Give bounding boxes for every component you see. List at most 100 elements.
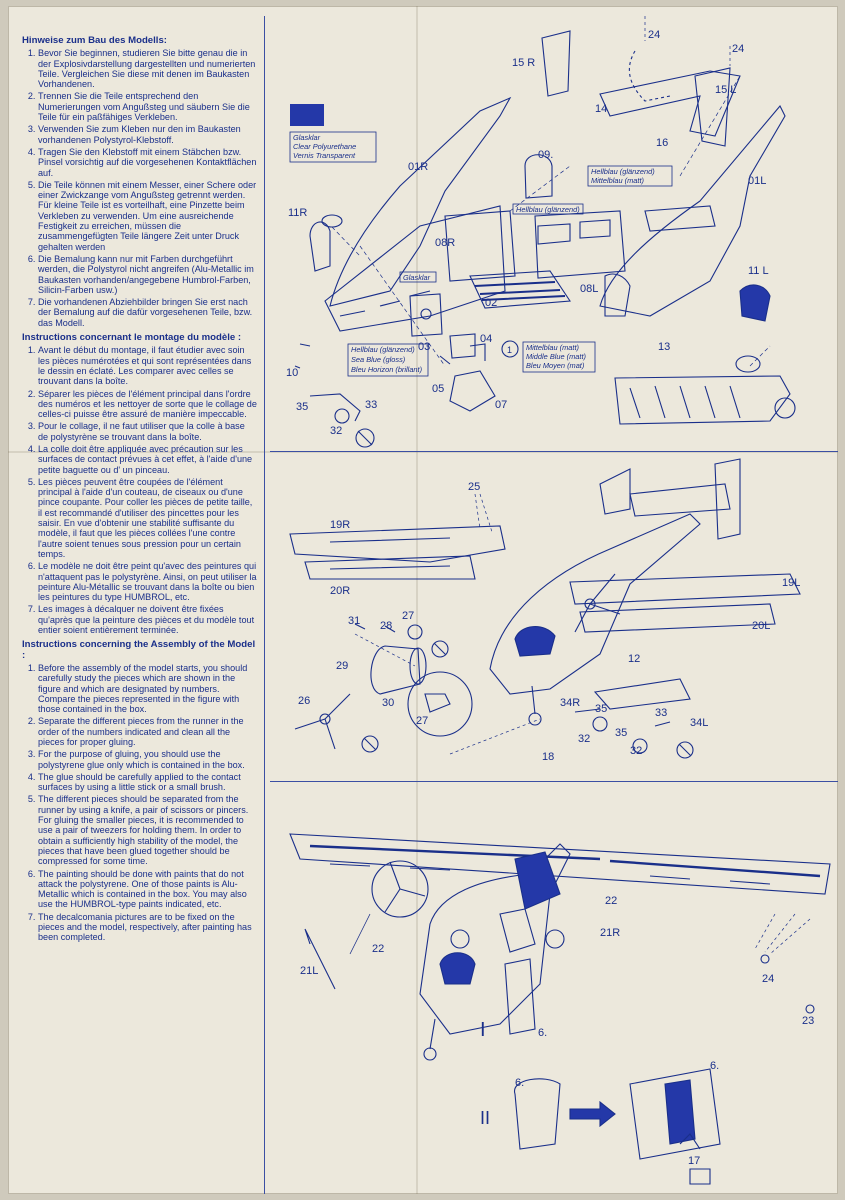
no-glue-icon [361,735,379,753]
part-label: 26 [298,695,310,707]
propeller-disc [371,860,429,918]
part-label: 20R [330,585,350,597]
part-label: 27 [402,610,414,622]
legend-blue-set-3: Bleu Horizon (brillant) [351,365,423,374]
fuselage-right-half [599,105,786,317]
part-label: 29 [336,660,348,672]
part-label: 6. [710,1060,719,1072]
french-item-3: Pour le collage, il ne faut utiliser que… [38,421,257,442]
french-item-5: Les pièces peuvent être coupées de l'élé… [38,477,257,559]
german-item-7: Die vorhandenen Abziehbilder bringen Sie… [38,297,257,328]
part-label: 31 [348,615,360,627]
panel-2-wing-diagram: 25 19R 20R 31 28 27 29 30 26 27 19L 20L … [289,458,801,763]
part-label: 28 [380,620,392,632]
part-label: 24 [732,43,744,55]
instruction-sheet: Hinweise zum Bau des Modells: Bevor Sie … [8,6,838,1194]
part-label: 10 [286,367,298,379]
color-swatch-icon [290,104,324,126]
part-label: 19L [782,577,800,589]
legend-mid-set-1: Mittelblau (matt) [526,343,580,352]
english-item-6: The painting should be done with paints … [38,869,257,910]
part-label: 17 [688,1155,700,1167]
english-item-3: For the purpose of gluing, you should us… [38,749,257,770]
detail-zoom-circle [407,671,473,737]
french-item-1: Avant le début du montage, il faut étudi… [38,345,257,386]
part-label: 34L [690,717,708,729]
part-label: 11 L [748,265,769,277]
no-glue-icon [355,428,375,448]
part-label: 21R [600,927,620,939]
panel-3-final-assembly-diagram: 22 22 21L 21R 24 23 6. 6. 6. 17 I II [289,833,831,1185]
column-divider [264,16,265,1194]
german-section: Hinweise zum Bau des Modells: Bevor Sie … [22,36,257,328]
part-label: 15 L [715,84,736,96]
paper-fold-vertical [416,6,418,1194]
fuselage-assembled [489,513,701,695]
part-label: 33 [655,707,667,719]
door-part [524,154,553,199]
part-label: 04 [480,333,492,345]
part-label: 24 [762,973,774,985]
french-item-2: Séparer les pièces de l'élément principa… [38,389,257,420]
legend-glass-1: Glasklar [293,133,321,142]
part-label: 11R [288,207,307,219]
panel-divider-1 [270,451,838,452]
step-circle-label: 1 [507,345,512,355]
legend-blue-set-1: Hellblau (glänzend) [351,345,415,354]
part-label: 08L [580,283,598,295]
part-label: 35 [615,727,627,739]
canopy-right [739,284,771,322]
english-item-1: Before the assembly of the model starts,… [38,663,257,714]
part-label: 6. [515,1077,524,1089]
legend-glass-3: Vernis Transparent [293,151,356,160]
english-item-7: The decalcomania pictures are to be fixe… [38,912,257,943]
german-item-6: Die Bemalung kann nur mit Farben durchge… [38,254,257,295]
part-label: 07 [495,399,507,411]
text-column: Hinweise zum Bau des Modells: Bevor Sie … [22,36,257,1186]
part-label: 22 [372,943,384,955]
paper-fold-horizontal [8,451,838,453]
german-item-4: Tragen Sie den Klebstoff mit einem Stäbc… [38,147,257,178]
german-item-1: Bevor Sie beginnen, studieren Sie bitte … [38,48,257,89]
fuselage-final [419,843,571,1035]
part-label: 14 [595,103,607,115]
french-item-4: La colle doit être appliquée avec précau… [38,444,257,475]
part-label: 20L [752,620,770,632]
part-label: 02 [485,297,497,309]
french-section: Instructions concernant le montage du mo… [22,332,257,635]
english-section: Instructions concerning the Assembly of … [22,639,257,943]
arrow-icon [569,1100,616,1128]
part-label: 16 [656,137,668,149]
cabin-floor [469,270,571,309]
part-label: 03 [418,341,430,353]
wing-right [569,573,801,605]
part-label: 19R [330,519,350,531]
wing-left [289,525,506,563]
part-label: 05 [432,383,444,395]
no-glue-icon [431,640,449,658]
legend-cabin: Hellblau (glänzend) [516,205,580,214]
part-label: 25 [468,481,480,493]
engine-nacelle [370,645,421,695]
english-heading: Instructions concerning the Assembly of … [22,639,256,661]
part-label: 01L [748,175,766,187]
french-heading: Instructions concernant le montage du mo… [22,332,242,344]
part-label: 01R [408,161,428,173]
part-label: 27 [416,715,428,727]
german-item-5: Die Teile können mit einem Messer, einer… [38,180,257,252]
tailplane [599,70,741,137]
part-label: 18 [542,751,554,763]
part-label: 23 [802,1015,814,1027]
part-label: 13 [658,341,670,353]
legend-mid-set-3: Bleu Moyen (mat) [526,361,585,370]
part-label: 15 R [512,57,535,69]
part-label: 33 [365,399,377,411]
legend-medium-blue-matt: Mittelblau (matt) [591,176,645,185]
part-label: 32 [330,425,342,437]
door-detail [514,1078,561,1150]
german-item-3: Verwenden Sie zum Kleben nur den im Bauk… [38,124,257,145]
main-wing [289,833,831,895]
english-item-2: Separate the different pieces from the r… [38,716,257,747]
panel-divider-2 [270,781,838,782]
no-glue-icon [676,741,694,759]
